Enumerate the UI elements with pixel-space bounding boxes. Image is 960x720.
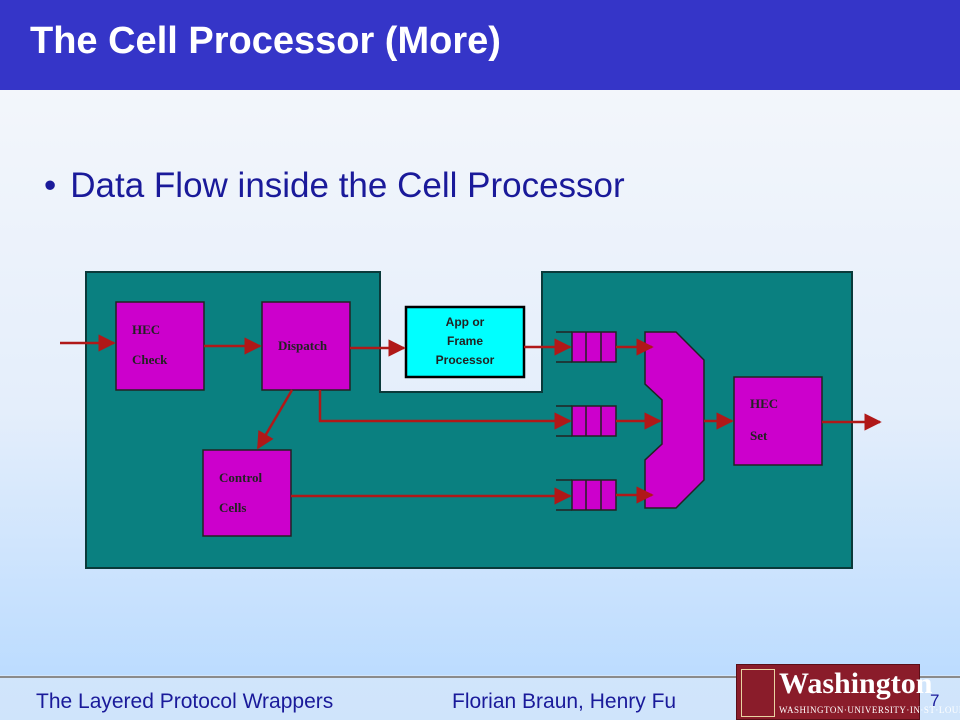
footer-title: The Layered Protocol Wrappers [36,690,334,713]
logo-subtitle: WASHINGTON·UNIVERSITY·IN·ST·LOUIS [779,705,960,715]
dispatch-label: Dispatch [278,338,328,353]
hec-set-block [733,376,823,466]
page-number: 7 [930,691,940,710]
bullet-item: • Data Flow inside the Cell Processor [44,166,625,206]
washington-university-logo: Washington WASHINGTON·UNIVERSITY·IN·ST·L… [736,664,960,720]
dispatch-to-queue2-arrow [318,390,572,430]
control-cells-label-2: Cells [219,500,246,515]
control-cells-block [202,449,292,537]
dispatch-block [261,301,351,391]
footer-authors: Florian Braun, Henry Fu [452,690,677,713]
app-processor-label-2: Frame [447,334,483,348]
hec-check-label-2: Check [132,352,168,367]
multiplexer [644,331,705,509]
bullet-symbol: • [44,166,57,205]
university-seal-icon [741,669,775,717]
control-cells-label-1: Control [219,470,262,485]
slide-title: The Cell Processor (More) [30,20,501,62]
hec-set-label-1: HEC [750,396,778,411]
bullet-text: Data Flow inside the Cell Processor [70,166,625,205]
title-bar: The Cell Processor (More) [0,0,960,90]
hec-check-block [115,301,205,391]
footer-divider [0,676,960,678]
app-processor-label-3: Processor [436,353,495,367]
fifo-queue-1 [556,331,617,363]
hec-check-label-1: HEC [132,322,160,337]
app-processor-label-1: App or [446,315,485,329]
dispatch-to-control-arrow [256,389,294,450]
fifo-queue-3 [556,479,617,511]
fifo-queue-2 [556,405,617,437]
app-frame-processor-block [404,305,526,379]
logo-wordmark: Washington [779,667,933,700]
hec-set-label-2: Set [750,428,768,443]
